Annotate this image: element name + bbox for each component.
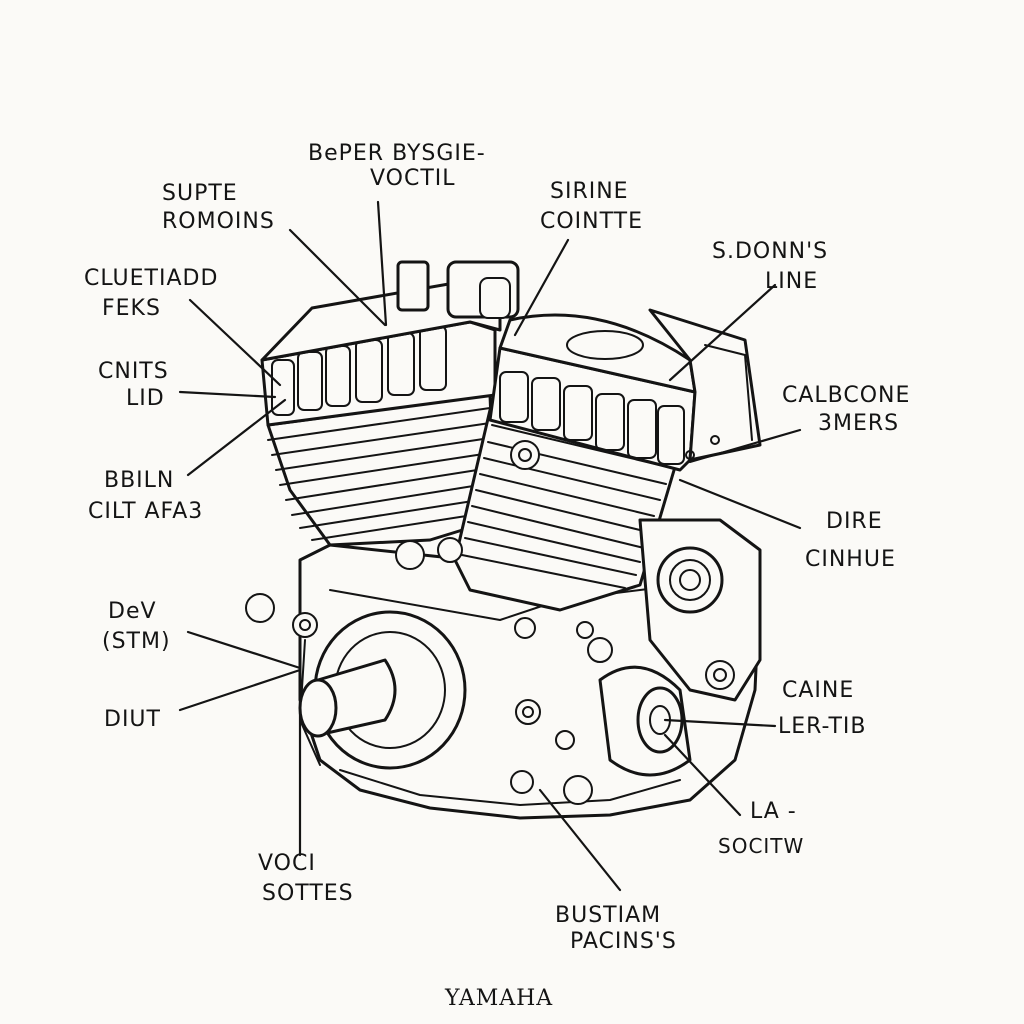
rear-cylinder	[260, 260, 520, 547]
side-cover	[638, 308, 762, 702]
label-right-2-line1: DIRE	[826, 509, 883, 534]
label-bottom-left-line2: SOTTES	[262, 881, 354, 906]
right-hub	[598, 665, 692, 777]
label-right-3-line1: CAINE	[782, 678, 854, 703]
label-upper-left-line2: FEKS	[102, 296, 161, 321]
label-right-1-line1: CALBCONE	[782, 383, 910, 408]
label-left-2-line1: DIUT	[104, 707, 161, 732]
label-right-3-line2: LER-TIB	[778, 714, 867, 739]
front-cylinder	[453, 313, 697, 612]
label-top-left-line2: ROMOINS	[162, 209, 275, 234]
label-left-1-line2: (STM)	[102, 629, 171, 654]
labels: BePER BYSGIE- VOCTIL SUPTE ROMOINS CLUET…	[84, 141, 910, 954]
label-mid-left-line2: LID	[126, 386, 165, 411]
label-bottom-right-line2: SOCITW	[718, 834, 804, 858]
label-bottom-left-line1: VOCI	[258, 851, 316, 876]
label-right-1-line2: 3MERS	[818, 411, 899, 436]
label-bottom-right-line1: LA -	[750, 799, 797, 824]
label-lower-left-line1: BBILN	[104, 468, 174, 493]
label-bottom-center-line2: PACINS'S	[570, 929, 677, 954]
label-bottom-center-line1: BUSTIAM	[555, 903, 661, 928]
brand-logo: YAMAHA	[444, 986, 553, 1011]
output-shaft	[298, 610, 467, 770]
label-top-right-center-line1: SIRINE	[550, 179, 629, 204]
leader-lines	[178, 200, 802, 892]
engine-illustration	[245, 260, 762, 820]
label-left-1-line1: DeV	[108, 599, 157, 624]
label-mid-left-line1: CNITS	[98, 359, 169, 384]
label-top-center-line2: VOCTIL	[370, 166, 456, 191]
label-top-center-line1: BePER BYSGIE-	[308, 141, 486, 166]
label-top-right-line1: S.DONN'S	[712, 239, 828, 264]
label-top-left-line1: SUPTE	[162, 181, 238, 206]
label-upper-left-line1: CLUETIADD	[84, 266, 218, 291]
label-top-right-center-line2: COINTTE	[540, 209, 643, 234]
label-top-right-line2: LINE	[765, 269, 818, 294]
label-lower-left-line2: CILT AFA3	[88, 499, 203, 524]
label-right-2-line2: CINHUE	[805, 547, 896, 572]
